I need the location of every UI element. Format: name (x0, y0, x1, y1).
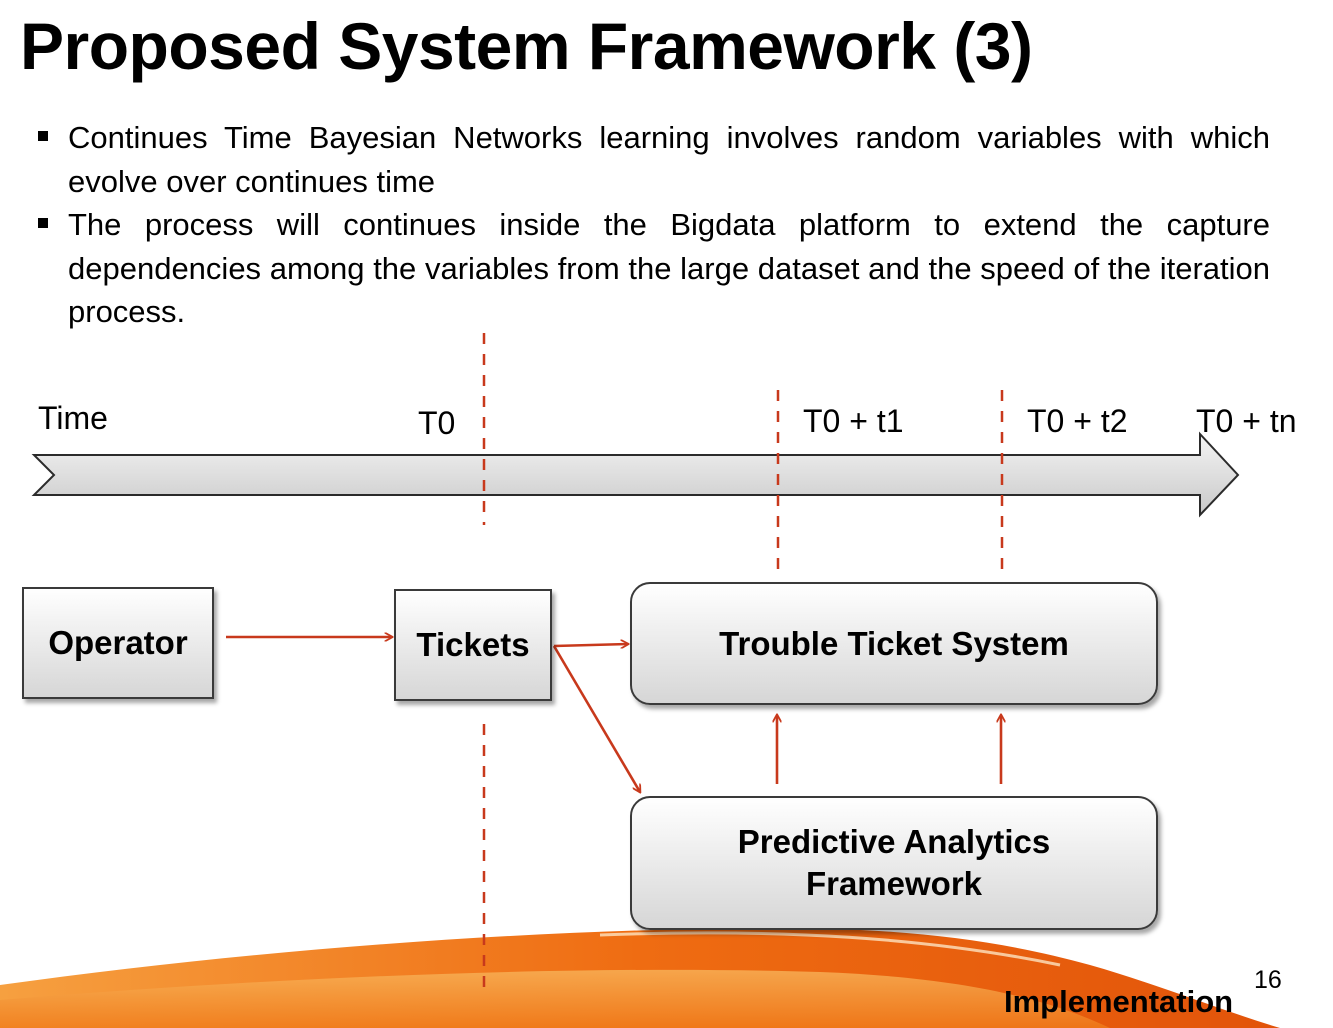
bullet-square-icon (38, 218, 48, 228)
time-marker-t0: T0 (418, 405, 456, 441)
background-swoosh (0, 927, 1280, 1028)
bullet-text: Continues Time Bayesian Networks learnin… (68, 120, 1270, 199)
tickets-node-label: Tickets (416, 626, 530, 663)
bullet-item: The process will continues inside the Bi… (38, 203, 1270, 334)
operator-node: Operator (22, 587, 214, 699)
arrow-tickets-to-predictive-analytics (552, 645, 640, 792)
tickets-node: Tickets (394, 589, 552, 701)
time-marker-tn: T0 + tn (1196, 403, 1297, 439)
bullet-text: The process will continues inside the Bi… (68, 207, 1270, 329)
bullet-item: Continues Time Bayesian Networks learnin… (38, 116, 1270, 203)
slide-title: Proposed System Framework (3) (20, 9, 1033, 83)
arrow-tickets-to-trouble-ticket-system (553, 644, 628, 646)
time-marker-t2: T0 + t2 (1027, 403, 1128, 439)
time-axis-label: Time (38, 400, 108, 436)
page-number: 16 (1254, 966, 1282, 994)
bullet-list: Continues Time Bayesian Networks learnin… (38, 116, 1270, 334)
timeline-arrow (31, 431, 1240, 518)
predictive-analytics-node: Predictive Analytics Framework (630, 796, 1158, 930)
bullet-square-icon (38, 131, 48, 141)
trouble-ticket-system-label: Trouble Ticket System (719, 624, 1069, 662)
trouble-ticket-system-node: Trouble Ticket System (630, 582, 1158, 705)
operator-node-label: Operator (48, 624, 188, 661)
predictive-analytics-label: Predictive Analytics Framework (737, 823, 1051, 902)
time-marker-t1: T0 + t1 (803, 403, 904, 439)
section-footer-label: Implementation (1004, 984, 1234, 1019)
